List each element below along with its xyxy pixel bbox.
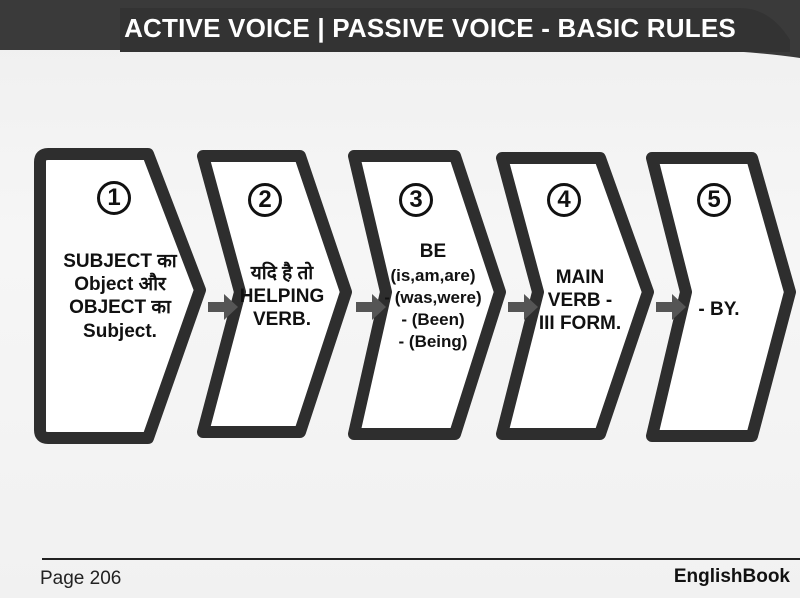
step-2-line-3: VERB. xyxy=(252,309,312,331)
step-1-line-4: Subject. xyxy=(83,320,157,342)
step-box-4 xyxy=(496,152,654,440)
step-number-5: 5 xyxy=(697,183,731,217)
step-3-line-4: - (Been) xyxy=(401,309,465,329)
step-text-2: यदि है तो HELPING VERB. xyxy=(222,262,342,332)
step-2-line-1: यदि है तो xyxy=(250,263,314,284)
connector-arrow-3 xyxy=(508,294,538,320)
page-number: Page 206 xyxy=(40,568,122,589)
step-4-line-2: VERB - xyxy=(547,290,613,312)
step-number-4: 4 xyxy=(547,183,581,217)
step-3-line-1: BE xyxy=(419,241,447,262)
step-number-2: 2 xyxy=(248,183,282,217)
brand-logo: EnglishBook xyxy=(673,566,790,587)
step-text-1: SUBJECT का Object और OBJECT का Subject. xyxy=(50,250,190,343)
page-title: ACTIVE VOICE | PASSIVE VOICE - BASIC RUL… xyxy=(124,12,736,43)
step-text-5: - BY. xyxy=(664,298,774,321)
footer-rule xyxy=(42,558,800,560)
step-1-line-2: Object और xyxy=(74,274,166,296)
step-number-1: 1 xyxy=(97,181,131,215)
step-4-line-1: MAIN xyxy=(555,267,605,288)
step-number-3: 3 xyxy=(399,183,433,217)
step-4-line-3: III FORM. xyxy=(538,313,622,335)
step-box-2 xyxy=(197,150,352,438)
step-3-line-3: - (was,were) xyxy=(384,287,482,307)
header-band xyxy=(0,0,800,58)
step-3-line-2: (is,am,are) xyxy=(390,265,476,285)
step-box-1 xyxy=(34,148,206,444)
connector-arrow-1 xyxy=(208,294,238,320)
step-2-line-2: HELPING xyxy=(239,286,325,308)
rules-flow-diagram xyxy=(34,148,796,444)
step-text-4: MAIN VERB - III FORM. xyxy=(515,266,645,336)
step-box-5 xyxy=(646,152,796,442)
connector-arrow-4 xyxy=(656,294,686,320)
step-1-line-1: SUBJECT का xyxy=(63,251,177,272)
step-text-3: BE (is,am,are) - (was,were) - (Been) - (… xyxy=(368,240,498,353)
step-box-3 xyxy=(348,150,506,440)
connector-arrow-2 xyxy=(356,294,386,320)
step-5-line-1: - BY. xyxy=(698,299,740,320)
step-1-line-3: OBJECT का xyxy=(69,297,171,319)
step-3-line-5: - (Being) xyxy=(398,331,468,351)
